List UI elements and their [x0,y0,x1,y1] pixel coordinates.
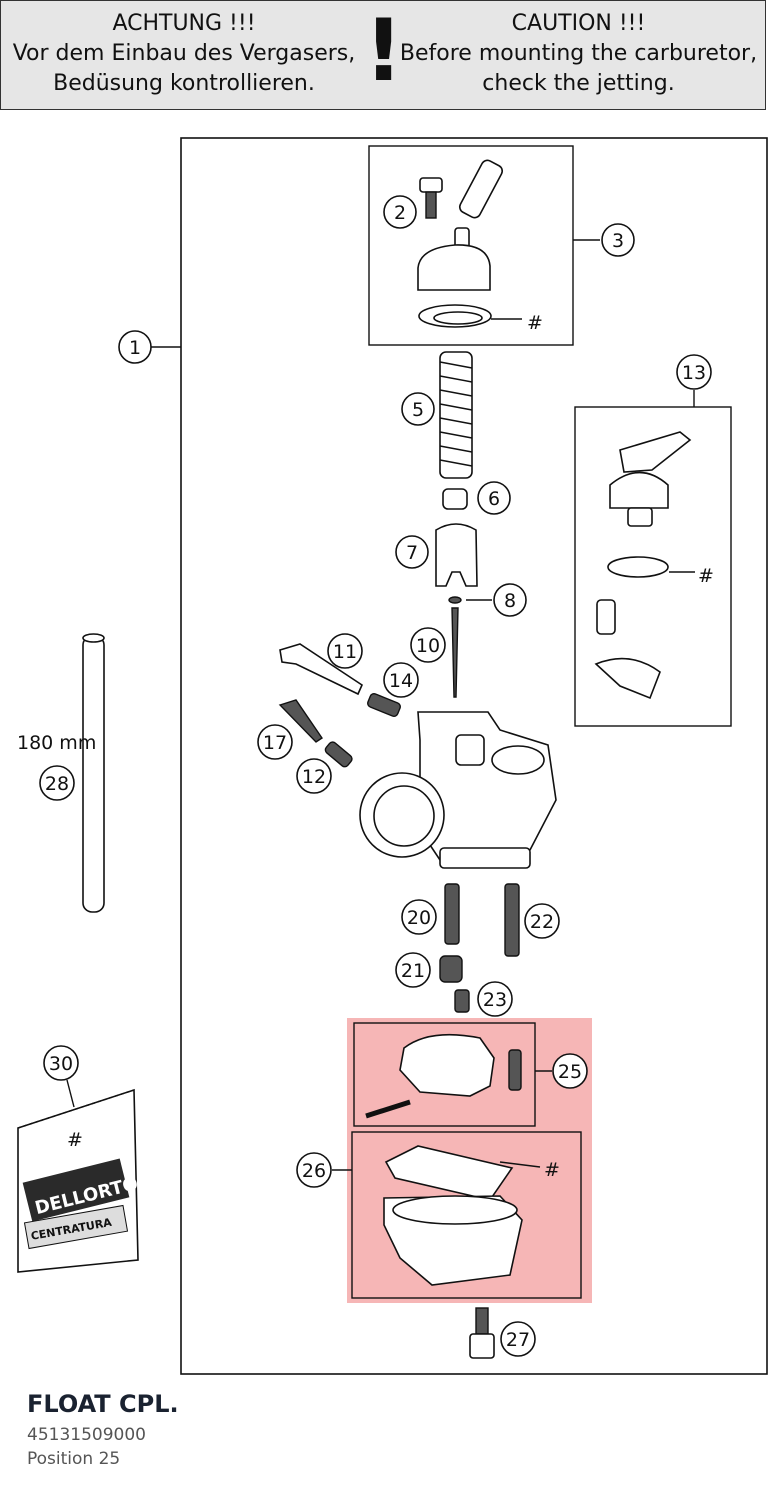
svg-text:30: 30 [49,1053,73,1075]
callout-30[interactable]: 30 [43,1045,79,1081]
spring-retainer-part [442,488,468,510]
jet-kit-bag-part: DELLORTO CENTRATURA [17,1088,140,1273]
warning-german: ACHTUNG !!! Vor dem Einbau des Vergasers… [9,9,359,99]
svg-text:13: 13 [682,362,706,384]
hash-mark: # [544,1159,560,1181]
svg-text:8: 8 [504,590,516,612]
warning-english-title: CAUTION !!! [511,11,646,36]
callout-23[interactable]: 23 [477,981,513,1017]
svg-text:23: 23 [483,989,507,1011]
warning-english-line2: Before mounting the carburetor, [399,41,758,66]
svg-text:12: 12 [302,766,326,788]
hose-length-label: 180 mm [17,732,96,754]
callout-20[interactable]: 20 [401,899,437,935]
top-cover-part [417,159,504,328]
callout-7[interactable]: 7 [395,535,429,569]
warning-german-title: ACHTUNG !!! [112,11,256,36]
mixture-screw-part [278,699,323,743]
callout-5[interactable]: 5 [401,392,435,426]
svg-text:21: 21 [401,960,425,982]
callout-28[interactable]: 28 [39,765,75,801]
main-jet-holder-part [439,955,463,983]
callout-13[interactable]: 13 [676,354,712,390]
svg-text:14: 14 [389,670,413,692]
part-title: FLOAT CPL. [27,1390,179,1418]
assembly-frame [180,137,768,1375]
jet-needle-part [451,607,459,698]
callout-22[interactable]: 22 [524,903,560,939]
callout-17[interactable]: 17 [257,724,293,760]
choke-part [594,431,692,700]
drain-screw-part [469,1307,495,1359]
warning-banner: ACHTUNG !!! Vor dem Einbau des Vergasers… [0,0,766,110]
main-jet-part [454,989,470,1013]
svg-text:10: 10 [416,635,440,657]
svg-text:26: 26 [302,1160,326,1182]
choke-subframe [574,406,732,727]
float-bowl-part [383,1145,523,1286]
warning-english-line3: check the jetting. [482,71,675,96]
carburetor-exploded-diagram: 180 mm DELLORTO CENTRATURA # # # # 1 2 3… [17,137,768,1375]
callout-27[interactable]: 27 [500,1321,536,1357]
hash-mark: # [527,312,543,334]
warning-german-line3: Bedüsung kontrollieren. [53,71,315,96]
part-number: 45131509000 [27,1425,146,1445]
callout-25[interactable]: 25 [552,1053,588,1089]
svg-text:27: 27 [506,1329,530,1351]
svg-text:25: 25 [558,1061,582,1083]
svg-text:6: 6 [488,488,500,510]
float-part [365,1033,522,1119]
hash-mark: # [67,1129,83,1151]
callout-6[interactable]: 6 [477,481,511,515]
callout-3[interactable]: 3 [601,223,635,257]
hash-mark: # [698,565,714,587]
cover-subframe [368,145,574,346]
needle-clip-part [448,596,462,604]
callout-14[interactable]: 14 [383,662,419,698]
idle-jet-part [504,883,520,957]
svg-text:2: 2 [394,202,406,224]
svg-text:7: 7 [406,542,418,564]
throttle-spring-part [439,351,473,479]
svg-text:3: 3 [612,230,624,252]
svg-text:28: 28 [45,773,69,795]
svg-text:11: 11 [333,641,357,663]
mixture-spring-part [324,741,353,768]
warning-german-line2: Vor dem Einbau des Vergasers, [12,41,356,66]
atomizer-part [444,883,460,945]
svg-text:1: 1 [129,337,141,359]
idle-screw-part [279,643,364,696]
throttle-slide-part [435,523,478,587]
carburetor-body-part [359,711,557,869]
part-position: Position 25 [27,1449,121,1469]
callout-21[interactable]: 21 [395,952,431,988]
callout-1[interactable]: 1 [118,330,152,364]
idle-spring-part [367,693,401,717]
callout-8[interactable]: 8 [493,583,527,617]
callout-12[interactable]: 12 [296,758,332,794]
svg-text:17: 17 [263,732,287,754]
banjo-bolt-part [419,177,443,219]
callout-2[interactable]: 2 [383,195,417,229]
svg-text:20: 20 [407,907,431,929]
warning-english: CAUTION !!! Before mounting the carburet… [396,9,761,99]
callout-26[interactable]: 26 [296,1152,332,1188]
callout-11[interactable]: 11 [327,633,363,669]
svg-text:22: 22 [530,911,554,933]
fuel-hose-part [82,633,105,913]
bowl-subframe [351,1131,582,1299]
svg-text:5: 5 [412,399,424,421]
float-subframe [353,1022,536,1127]
callout-10[interactable]: 10 [410,627,446,663]
